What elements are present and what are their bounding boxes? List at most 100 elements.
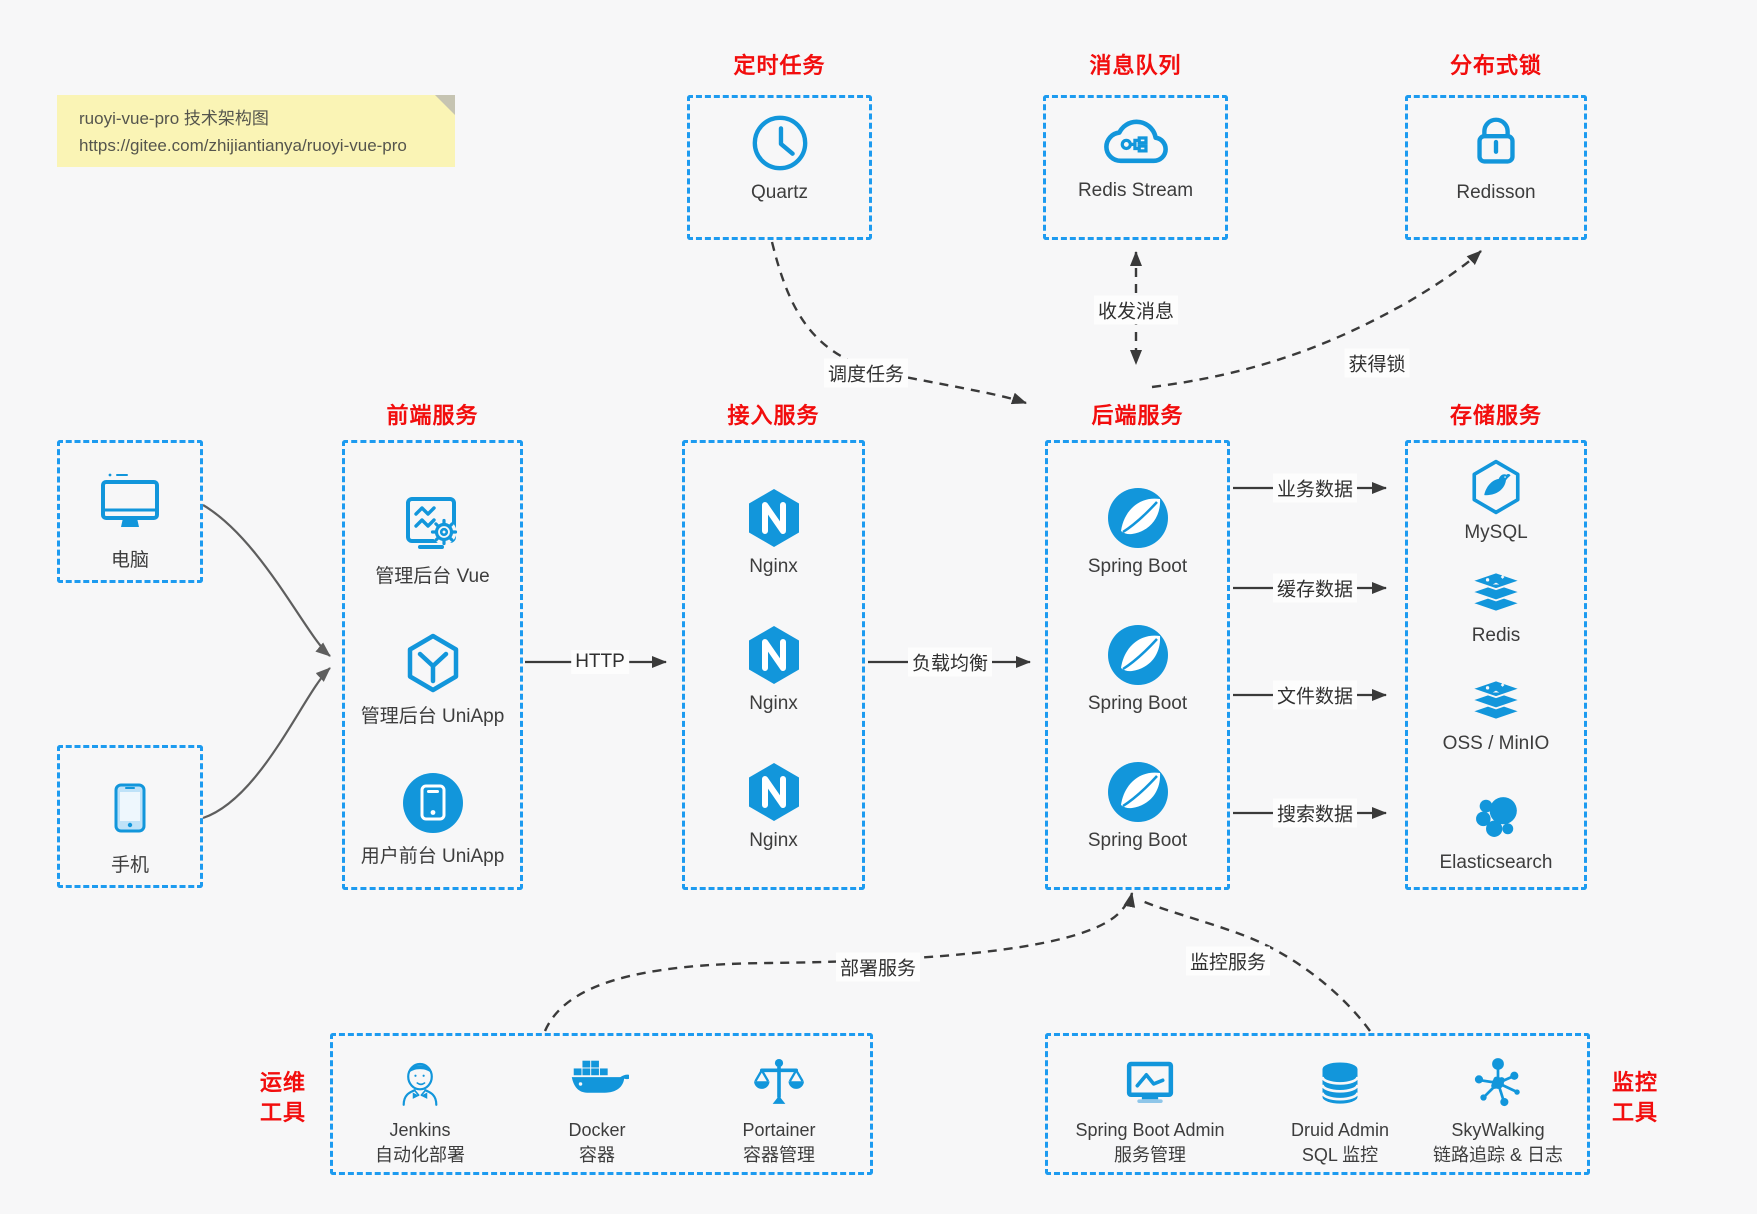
node-label: Nginx <box>749 556 798 577</box>
node-label: 管理后台 UniApp <box>360 706 505 727</box>
client-box-mobile: 手机 <box>57 745 203 888</box>
edge-label-deploy-service: 部署服务 <box>835 952 921 982</box>
side-label-ops-tools: 运维 工具 <box>248 1068 318 1128</box>
node-label: OSS / MinIO <box>1442 733 1550 754</box>
desktop-icon <box>101 473 159 527</box>
node-label: Elasticsearch <box>1439 852 1553 873</box>
node-spring-boot-1: Spring Boot <box>1048 486 1227 578</box>
node-name: Portainer <box>742 1120 816 1140</box>
node-label: Spring Boot <box>1087 830 1188 851</box>
user-app-icon <box>402 773 463 833</box>
group-box-monitor-tools: Spring Boot Admin 服务管理 Druid Admin SQL 监… <box>1045 1033 1590 1175</box>
group-box-storage: MySQL Redis OSS / MinIO <box>1405 440 1587 890</box>
edge-label-cache-data: 缓存数据 <box>1272 573 1358 603</box>
clock-icon <box>752 115 807 171</box>
druid-icon <box>1321 1062 1359 1104</box>
group-box-gateway: Nginx Nginx Nginx <box>682 440 865 890</box>
node-desc: 容器管理 <box>743 1145 815 1165</box>
gear-icon <box>430 518 457 546</box>
node-docker: Docker 容器 <box>512 1054 682 1168</box>
node-name: Spring Boot Admin <box>1075 1120 1225 1140</box>
redis-icon <box>1468 571 1524 613</box>
sticky-note: ruoyi-vue-pro 技术架构图 https://gitee.com/zh… <box>57 95 455 167</box>
node-portainer: Portainer 容器管理 <box>694 1054 864 1168</box>
node-desc: 容器 <box>579 1145 615 1165</box>
node-jenkins: Jenkins 自动化部署 <box>335 1054 505 1168</box>
spring-icon <box>1107 625 1168 685</box>
nginx-icon <box>748 626 799 684</box>
node-name: Docker <box>568 1120 626 1140</box>
spring-boot-admin-icon <box>1126 1061 1174 1103</box>
jenkins-icon <box>402 1062 438 1106</box>
edge-label-search-data: 搜索数据 <box>1272 798 1358 828</box>
group-title-frontend: 前端服务 <box>386 403 479 428</box>
node-admin-uniapp: 管理后台 UniApp <box>345 631 520 728</box>
side-label-line: 运维 <box>259 1070 306 1095</box>
node-oss-minio: OSS / MinIO <box>1408 673 1584 755</box>
elasticsearch-icon <box>1476 797 1517 837</box>
edge-desktop-to-frontend <box>202 504 331 657</box>
side-label-line: 工具 <box>1611 1100 1658 1125</box>
group-title-backend: 后端服务 <box>1091 403 1184 428</box>
node-label: MySQL <box>1464 522 1528 543</box>
redis-icon <box>1468 679 1524 721</box>
edge-label-schedule-task: 调度任务 <box>823 358 909 388</box>
cloud-stream-icon <box>1103 119 1168 164</box>
group-box-scheduled-task: Quartz <box>687 95 872 240</box>
edge-label-load-balance: 负载均衡 <box>907 647 993 677</box>
edge-label-send-receive-message: 收发消息 <box>1093 295 1179 325</box>
node-druid-admin: Druid Admin SQL 监控 <box>1255 1054 1425 1168</box>
node-nginx-3: Nginx <box>685 760 862 852</box>
group-title-message-queue: 消息队列 <box>1089 53 1182 78</box>
group-box-message-queue: Redis Stream <box>1043 95 1228 240</box>
node-mysql: MySQL <box>1408 458 1584 544</box>
node-desc: SQL 监控 <box>1301 1145 1379 1165</box>
node-label: Nginx <box>749 693 798 714</box>
uniapp-icon <box>407 633 458 693</box>
nginx-icon <box>748 763 799 821</box>
node-label: 用户前台 UniApp <box>360 846 505 867</box>
node-desc: 服务管理 <box>1114 1145 1186 1165</box>
node-elasticsearch: Elasticsearch <box>1408 788 1584 874</box>
side-label-monitor-tools: 监控 工具 <box>1600 1068 1670 1128</box>
node-name: Druid Admin <box>1290 1120 1390 1140</box>
node-name: SkyWalking <box>1451 1120 1545 1140</box>
node-label: Nginx <box>749 830 798 851</box>
node-admin-vue: 管理后台 Vue <box>345 491 520 588</box>
edge-label-acquire-lock: 获得锁 <box>1344 348 1410 378</box>
node-label: Redisson <box>1456 182 1536 203</box>
group-box-backend: Spring Boot Spring Boot Spring Boot <box>1045 440 1230 890</box>
group-title-distributed-lock: 分布式锁 <box>1449 53 1542 78</box>
node-skywalking: SkyWalking 链路追踪 & 日志 <box>1398 1054 1598 1168</box>
note-fold-corner <box>435 95 455 115</box>
group-box-frontend: 管理后台 Vue 管理后台 UniApp 用户前台 UniApp <box>342 440 523 890</box>
client-label: 手机 <box>110 855 149 876</box>
mobile-icon <box>114 783 146 833</box>
node-nginx-1: Nginx <box>685 486 862 578</box>
group-box-ops-tools: Jenkins 自动化部署 Docker 容器 <box>330 1033 873 1175</box>
portainer-icon <box>754 1058 804 1104</box>
edge-label-business-data: 业务数据 <box>1272 473 1358 503</box>
lock-icon <box>1477 117 1515 164</box>
client-box-desktop: 电脑 <box>57 440 203 583</box>
edge-acquire-lock <box>1151 250 1482 389</box>
side-label-line: 工具 <box>259 1100 306 1125</box>
group-title-gateway: 接入服务 <box>727 403 820 428</box>
node-label: Redis Stream <box>1077 180 1194 201</box>
node-desc: 自动化部署 <box>375 1145 465 1165</box>
edge-mobile-to-frontend <box>202 667 331 820</box>
node-label: Spring Boot <box>1087 693 1188 714</box>
group-title-storage: 存储服务 <box>1449 403 1542 428</box>
node-spring-boot-3: Spring Boot <box>1048 760 1227 852</box>
node-user-uniapp: 用户前台 UniApp <box>345 771 520 868</box>
edge-label-monitor-service: 监控服务 <box>1185 946 1271 976</box>
spring-icon <box>1107 762 1168 822</box>
group-title-scheduled-task: 定时任务 <box>733 53 826 78</box>
node-label: 管理后台 Vue <box>375 566 490 587</box>
node-spring-boot-2: Spring Boot <box>1048 623 1227 715</box>
admin-vue-icon <box>405 497 457 549</box>
edge-label-file-data: 文件数据 <box>1272 680 1358 710</box>
mysql-icon <box>1472 459 1520 515</box>
nginx-icon <box>748 489 799 547</box>
